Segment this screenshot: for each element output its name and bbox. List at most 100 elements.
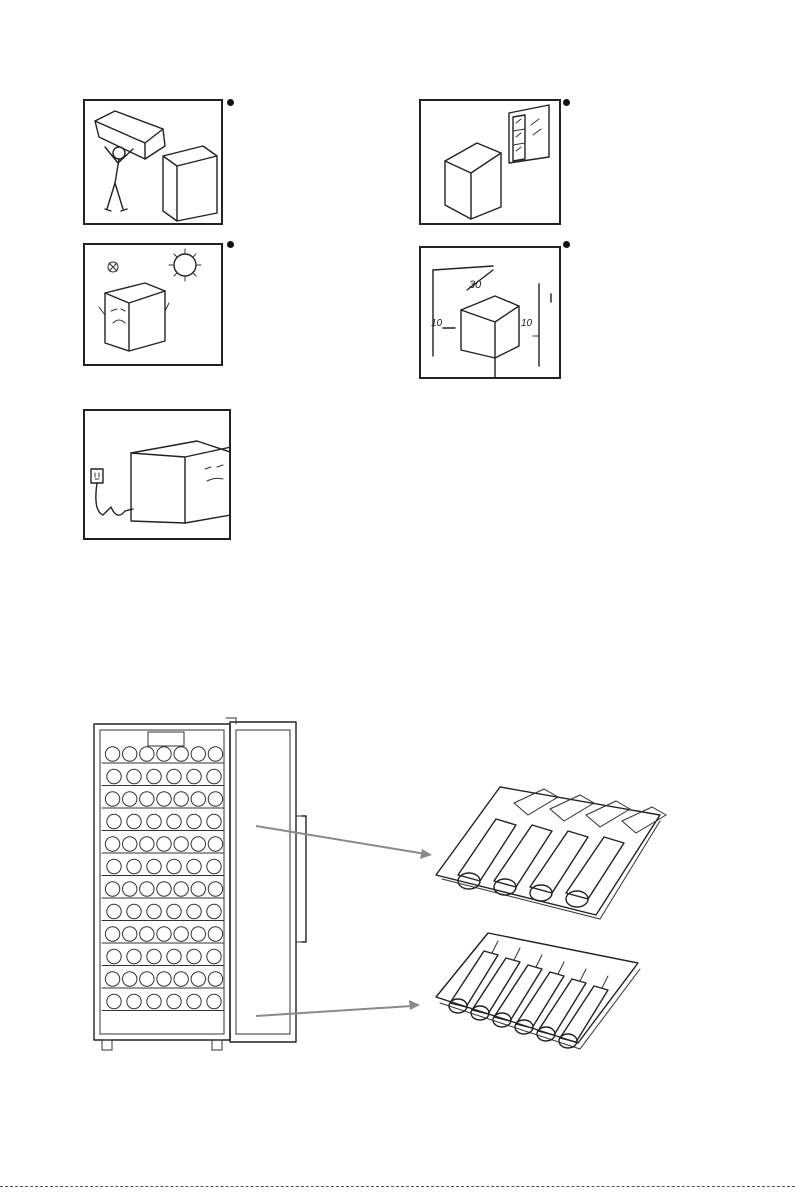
- power-socket-icon: [85, 411, 229, 538]
- bottle-end: [123, 747, 137, 761]
- bottle-end: [187, 859, 201, 873]
- flat-bottle-neck: [536, 955, 542, 967]
- bottle-end: [187, 994, 201, 1008]
- bottle-end: [167, 769, 181, 783]
- bottle-end: [107, 769, 121, 783]
- bottle-end: [140, 972, 154, 986]
- bullet-1: [227, 99, 234, 106]
- bottle-end: [107, 994, 121, 1008]
- bottle-end: [107, 814, 121, 828]
- bottle-end: [157, 882, 171, 896]
- bottle-end: [208, 837, 222, 851]
- bottle-end: [167, 994, 181, 1008]
- shelf-detail-staggered: [428, 765, 668, 925]
- bottle-end: [191, 927, 205, 941]
- person-lifting-box-icon: [85, 101, 221, 223]
- left-gap-label: 10: [431, 318, 443, 329]
- bottle-base: [530, 885, 552, 901]
- bottle-end: [174, 927, 188, 941]
- bottle-end: [140, 747, 154, 761]
- bottle-end: [208, 747, 222, 761]
- page-bottom-rule: [0, 1186, 795, 1187]
- bottle-end: [187, 949, 201, 963]
- bottle-end: [191, 972, 205, 986]
- bottle-end: [157, 972, 171, 986]
- shelf-detail-flat: [430, 925, 650, 1055]
- flat-bottle-neck: [558, 962, 564, 974]
- panel-lift-with-help: [83, 99, 223, 225]
- panel-away-from-heat: [83, 243, 223, 366]
- bottle-end: [207, 949, 221, 963]
- bottle-end: [140, 837, 154, 851]
- bottle-end: [167, 949, 181, 963]
- bottle-front: [530, 831, 588, 893]
- bullet-2: [563, 99, 570, 106]
- bottle-end: [147, 904, 161, 918]
- bottle-end: [147, 769, 161, 783]
- bottle-end: [147, 814, 161, 828]
- bottle-end: [127, 949, 141, 963]
- bottle-end: [174, 837, 188, 851]
- bottle-end: [140, 792, 154, 806]
- bottle-end: [123, 837, 137, 851]
- bottle-end: [147, 949, 161, 963]
- bottle-end: [191, 837, 205, 851]
- bottle-back: [550, 795, 594, 821]
- bottle-end: [127, 814, 141, 828]
- bottle-end: [157, 927, 171, 941]
- bottle-end: [187, 814, 201, 828]
- bottle-end: [127, 769, 141, 783]
- bottle-end: [105, 837, 119, 851]
- bottle-end: [105, 927, 119, 941]
- bottle-end: [123, 792, 137, 806]
- bottle-end: [187, 904, 201, 918]
- bottle-end: [140, 927, 154, 941]
- bottle-end: [207, 859, 221, 873]
- panel-power-connection: [83, 409, 231, 540]
- pointer-arrow-upper: [256, 826, 426, 854]
- bottle-end: [207, 814, 221, 828]
- bottle-end: [123, 927, 137, 941]
- bottle-end: [147, 859, 161, 873]
- bottle-end: [191, 792, 205, 806]
- bottle-end: [174, 882, 188, 896]
- angle-label: 30: [469, 279, 482, 291]
- bottle-end: [105, 882, 119, 896]
- bottle-end: [105, 747, 119, 761]
- bottle-end: [187, 769, 201, 783]
- bottle-end: [208, 792, 222, 806]
- flat-bottle-neck: [514, 948, 520, 960]
- bottle-end: [105, 792, 119, 806]
- bottle-end: [208, 972, 222, 986]
- bottle-end: [123, 972, 137, 986]
- clearance-diagram-icon: 30 10 10: [421, 248, 559, 377]
- bottle-end: [207, 994, 221, 1008]
- bottle-end: [127, 904, 141, 918]
- bottle-end: [167, 859, 181, 873]
- bottle-end: [127, 859, 141, 873]
- bottle-end: [208, 882, 222, 896]
- bottle-end: [167, 904, 181, 918]
- flat-bottle-neck: [492, 941, 498, 953]
- flat-bottle-neck: [602, 976, 608, 988]
- bottle-back: [514, 789, 558, 815]
- bottle-end: [107, 949, 121, 963]
- bottle-end: [157, 792, 171, 806]
- panel-away-from-window: [419, 99, 561, 225]
- bottle-end: [127, 994, 141, 1008]
- bottle-end: [208, 927, 222, 941]
- bottle-front: [494, 825, 552, 887]
- pointer-arrow-lower: [256, 1006, 412, 1016]
- bottle-end: [191, 882, 205, 896]
- right-gap-label: 10: [521, 318, 533, 329]
- bottle-end: [157, 837, 171, 851]
- bottle-end: [174, 747, 188, 761]
- bottle-end: [140, 882, 154, 896]
- bottle-end: [191, 747, 205, 761]
- bottle-end: [107, 859, 121, 873]
- arrow-head-lower: [409, 1000, 420, 1010]
- bullet-3: [227, 241, 234, 248]
- bottle-back: [622, 807, 666, 833]
- bottle-end: [123, 882, 137, 896]
- bottle-end: [107, 904, 121, 918]
